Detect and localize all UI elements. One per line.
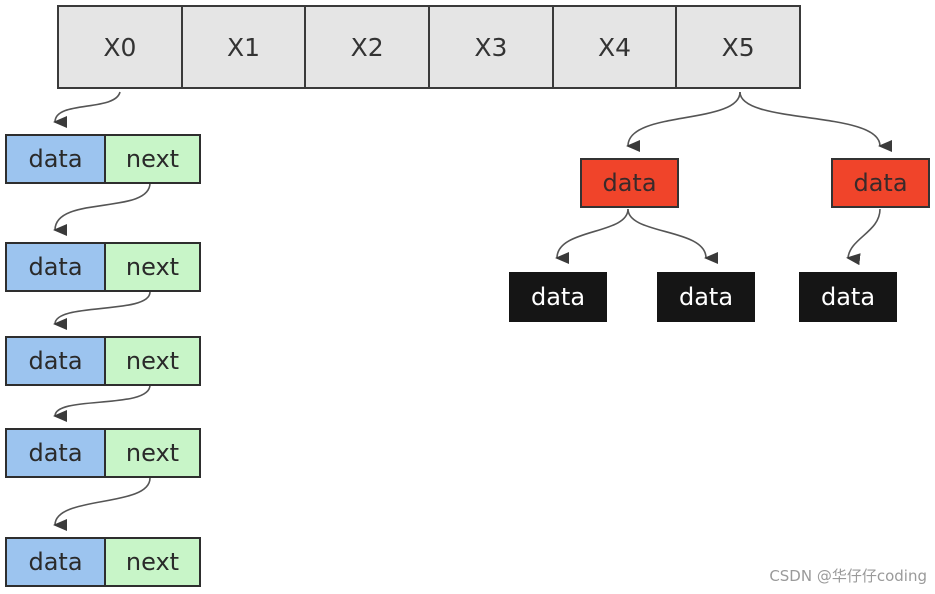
list-node-2: data next (5, 242, 201, 292)
list-node-data: data (7, 539, 106, 585)
watermark-text: CSDN @华仔仔coding (769, 567, 927, 585)
list-node-data: data (7, 338, 106, 384)
connector-right-red-to-black-3 (846, 208, 881, 266)
connector-x5-to-left-red (626, 91, 741, 153)
list-node-next: next (106, 244, 199, 290)
connector-left-red-to-black-1 (555, 208, 629, 265)
list-node-3: data next (5, 336, 201, 386)
connector-node-4-to-node-5 (53, 477, 151, 532)
list-node-1: data next (5, 134, 201, 184)
tree-node-black-1: data (509, 272, 607, 322)
list-node-next: next (106, 136, 199, 182)
bucket-x5: X5 (721, 32, 755, 62)
bucket-x4: X4 (554, 7, 678, 87)
bucket-x0: X0 (59, 7, 183, 87)
list-node-next: next (106, 338, 199, 384)
connector-x5-to-right-red (739, 91, 893, 152)
bucket-x2: X2 (306, 7, 431, 87)
connector-x0-to-node-1 (53, 91, 121, 129)
bucket-x3: X3 (430, 7, 554, 87)
tree-node-red-left: data (580, 158, 679, 208)
list-node-next: next (106, 430, 199, 476)
list-node-5: data next (5, 537, 201, 587)
list-node-next: next (106, 539, 199, 585)
list-node-data: data (7, 430, 106, 476)
tree-node-black-3: data (799, 272, 897, 322)
list-node-4: data next (5, 428, 201, 478)
connector-node-3-to-node-4 (53, 384, 151, 423)
list-node-data: data (7, 244, 106, 290)
bucket-x1: X1 (183, 7, 307, 87)
tree-node-red-right: data (831, 158, 930, 208)
hash-table-array: X0 X1 X2 X3 X4 X5 (57, 5, 801, 89)
list-node-data: data (7, 136, 106, 182)
connector-node-2-to-node-3 (53, 291, 151, 331)
connector-left-red-to-black-2 (627, 208, 719, 264)
tree-node-black-2: data (657, 272, 755, 322)
connector-node-1-to-node-2 (53, 182, 151, 237)
